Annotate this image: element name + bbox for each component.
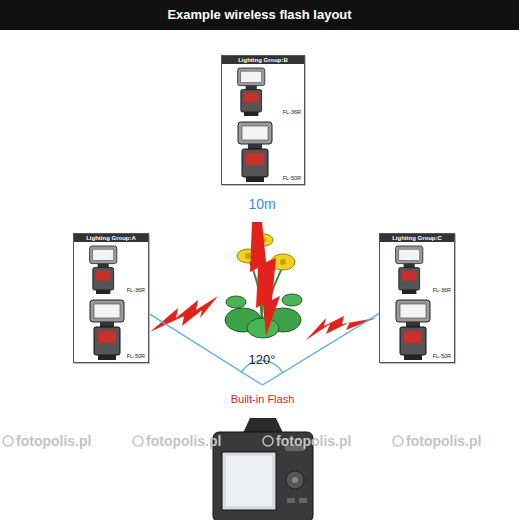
- flash-unit: [232, 66, 282, 119]
- flash-unit: [390, 298, 440, 364]
- model-label: FL-36R: [283, 109, 301, 115]
- watermark: fotopolis.pl: [146, 433, 221, 449]
- watermark: fotopolis.pl: [406, 433, 481, 449]
- flash-label: Built-in Flash: [200, 385, 325, 405]
- flash-unit-box: FL-50R: [222, 118, 304, 184]
- model-label: FL-36R: [127, 287, 145, 293]
- model-label: FL-50R: [283, 175, 301, 181]
- flash-unit-box: FL-36R: [222, 64, 304, 118]
- camera: Built-in Flash: [200, 385, 325, 520]
- title-bar: [0, 0, 519, 30]
- watermark: fotopolis.pl: [16, 433, 91, 449]
- distance-label: 10m: [240, 196, 284, 212]
- model-label: FL-36R: [433, 287, 451, 293]
- flash-unit: [84, 298, 134, 364]
- lightning-bolt: [150, 222, 376, 340]
- group-heading: Lighting Group:C: [380, 234, 454, 242]
- signal-line: [263, 314, 380, 385]
- signal-line: [149, 314, 263, 385]
- flash-unit-box: FL-36R: [74, 242, 148, 296]
- lighting-group-box: Lighting Group:A FL-36R FL-50R: [73, 233, 149, 363]
- flash-unit-box: FL-36R: [380, 242, 454, 296]
- flash-unit-box: FL-50R: [380, 296, 454, 362]
- watermark: fotopolis.pl: [276, 433, 351, 449]
- model-label: FL-50R: [127, 353, 145, 359]
- lighting-group-box: Lighting Group:C FL-36R FL-50R: [379, 233, 455, 363]
- flash-unit: [84, 244, 134, 297]
- group-heading: Lighting Group:A: [74, 234, 148, 242]
- model-label: FL-50R: [433, 353, 451, 359]
- group-heading: Lighting Group:B: [222, 56, 304, 64]
- angle-label: 120°: [236, 352, 288, 367]
- flash-unit: [390, 244, 440, 297]
- title: Example wireless flash layout: [0, 7, 519, 22]
- flash-unit: [232, 120, 282, 186]
- lighting-group-box: Lighting Group:B FL-36R FL-50R: [221, 55, 305, 185]
- flash-unit-box: FL-50R: [74, 296, 148, 362]
